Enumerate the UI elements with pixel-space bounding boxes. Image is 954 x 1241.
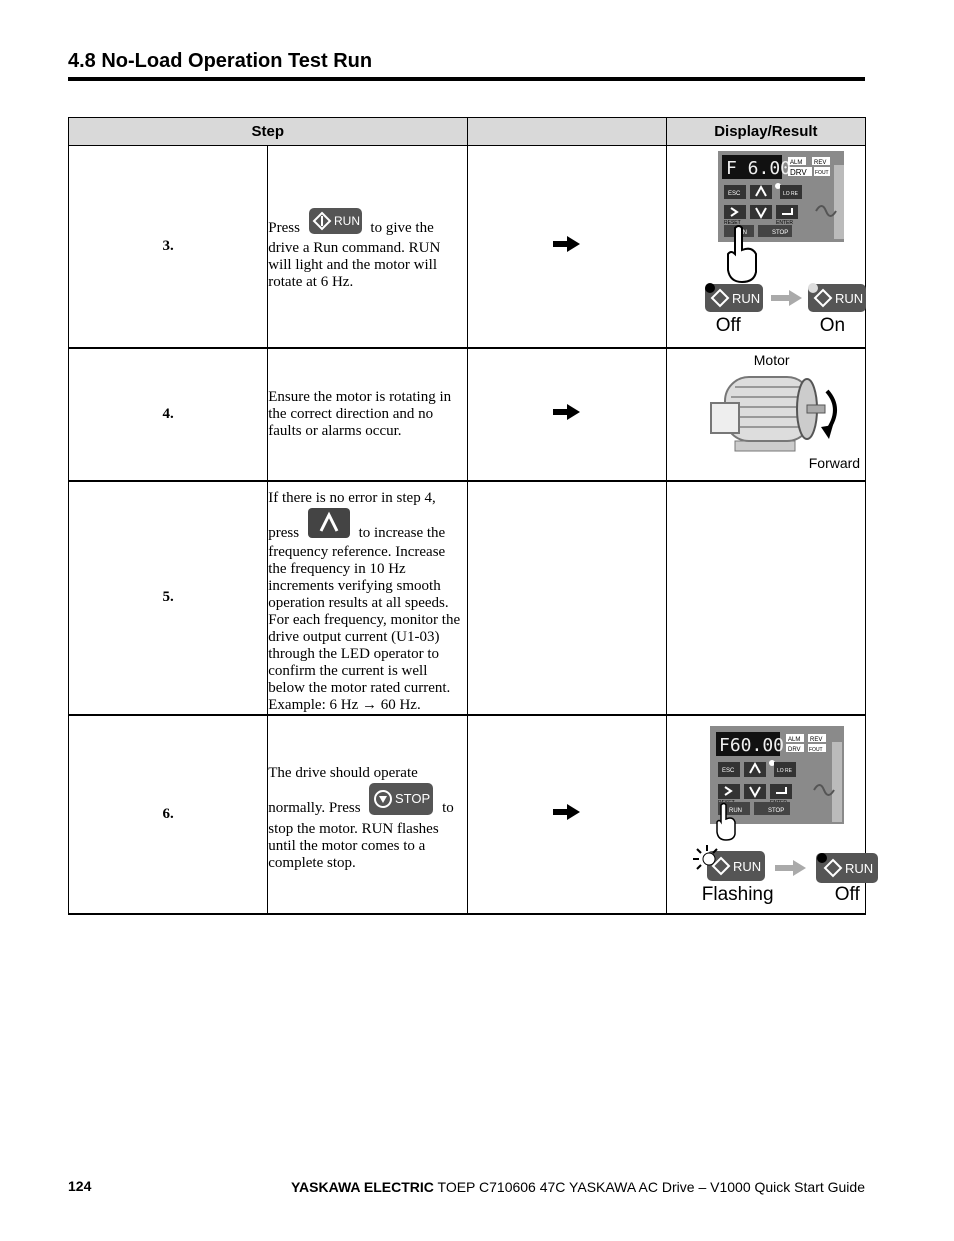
run-key-on-icon: RUN [807,283,866,312]
transition-arrow-icon [770,290,802,306]
run-key-flashing-icon: RUN [692,844,765,881]
table-row: 6. The drive should operate normally. Pr… [67,714,878,915]
svg-text:LO RE: LO RE [783,191,799,197]
svg-text:RUN: RUN [334,214,360,228]
document-title: TOEP C710606 47C YASKAWA AC Drive – V100… [437,1179,865,1195]
pointing-hand-icon [726,225,757,284]
svg-text:ESC: ESC [722,768,735,774]
direction-label: Forward [808,454,861,471]
brand-name: YASKAWA ELECTRIC [291,1179,434,1195]
step-description: Press RUN to give the drive a Run comman… [267,145,468,349]
step-number: 5. [67,480,269,716]
svg-text:RUN: RUN [732,291,760,306]
page-number: 124 [68,1178,92,1194]
arrow-icon [466,145,667,349]
step-text: Ensure the motor is rotating in the corr… [268,388,452,439]
arrow-icon [466,347,667,482]
motor-icon [709,375,837,451]
state-label-from: Flashing [701,883,774,905]
result-cell: F 6.00 ALM REV DRV FOUT ESC LO RE RESET … [665,145,867,349]
run-key-icon: RUN [308,207,363,240]
step-text: Press [268,220,300,237]
svg-text:ALM: ALM [788,737,800,743]
svg-text:FOUT: FOUT [809,747,823,753]
run-key-off-icon: RUN [815,852,878,883]
step-description: If there is no error in step 4, press to… [267,480,468,716]
table-row: 5. If there is no error in step 4, press… [67,480,867,716]
svg-text:RUN: RUN [845,861,873,876]
svg-text:F60.00: F60.00 [719,735,784,756]
header-result: Display/Result [665,117,867,146]
steps-table: Step Display/Result 3. Press RUN to give… [67,117,878,915]
run-key-off-icon: RUN [704,283,763,312]
table-row: 3. Press RUN to give the drive a Run com… [67,145,867,349]
svg-text:FOUT: FOUT [815,170,829,176]
svg-text:F 6.00: F 6.00 [726,158,791,179]
step-text: to give the drive a Run command. RUN wil… [268,220,441,291]
up-arrow-key-icon [307,507,351,544]
state-label-from: Off [715,315,741,336]
svg-text:RUN: RUN [729,808,742,814]
state-label-to: Off [834,883,860,905]
svg-text:ESC: ESC [728,191,741,197]
svg-text:ALM: ALM [790,160,802,166]
svg-text:STOP: STOP [768,808,784,814]
svg-text:RUN: RUN [835,291,863,306]
step-description: Ensure the motor is rotating in the corr… [267,347,468,482]
transition-arrow-icon [774,859,806,876]
stop-key-icon: STOP [368,782,434,821]
svg-text:DRV: DRV [790,168,807,177]
result-cell: Motor Forward [665,347,867,482]
svg-text:REV: REV [814,160,826,166]
section-title: 4.8 No-Load Operation Test Run [68,50,865,81]
state-label-to: On [819,315,846,336]
pointing-hand-icon [716,802,736,841]
arrow-cell [466,480,667,716]
keypad-display-icon: F60.00 ALM REV DRV FOUT ESC LO RE RESET … [709,725,844,824]
svg-text:REV: REV [810,737,822,743]
svg-text:ENTER: ENTER [776,220,793,226]
document-reference: YASKAWA ELECTRIC TOEP C710606 47C YASKAW… [291,1179,865,1195]
svg-text:DRV: DRV [788,747,801,753]
step-description: The drive should operate normally. Press… [267,714,468,915]
step-text: to increase the frequency reference. Inc… [268,524,461,713]
step-number: 3. [67,145,269,349]
header-step: Step [68,117,468,146]
step-text: to stop the motor. RUN flashes until the… [268,799,454,871]
step-text: If there is no error in step 4, press [268,489,436,541]
arrow-icon [466,714,667,915]
svg-text:LO RE: LO RE [777,768,793,774]
svg-text:RUN: RUN [733,859,761,874]
result-cell: F60.00 ALM REV DRV FOUT ESC LO RE RESET … [665,714,878,915]
motor-label: Motor [753,351,790,368]
step-text: The drive should operate normally. Press [268,764,418,816]
svg-text:STOP: STOP [772,230,788,236]
table-header: Step Display/Result [68,117,867,146]
step-number: 4. [67,347,269,482]
svg-text:STOP: STOP [395,791,430,806]
result-cell [665,480,867,716]
header-blank [466,117,667,146]
step-number: 6. [67,714,269,915]
svg-text:RESET: RESET [724,220,741,226]
table-row: 4. Ensure the motor is rotating in the c… [67,347,867,482]
